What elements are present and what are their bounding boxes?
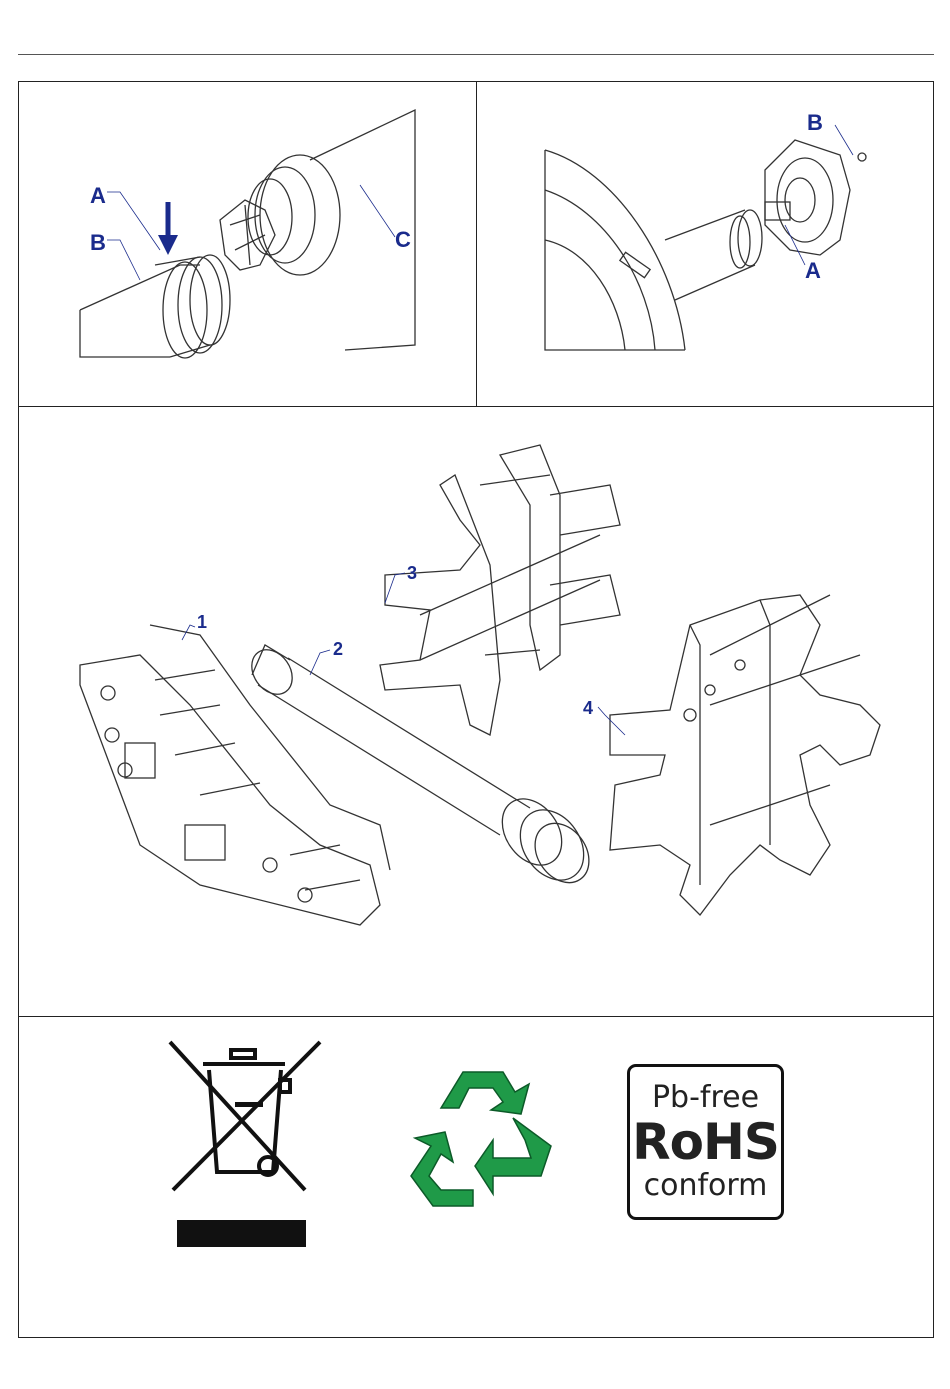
callout-a: A	[90, 183, 106, 208]
rohs-line-3: conform	[644, 1168, 768, 1204]
row-divider-2	[18, 1016, 934, 1017]
rohs-badge: Pb-free RoHS conform	[627, 1064, 784, 1220]
callout-b: B	[807, 110, 823, 135]
recycle-symbol	[393, 1066, 558, 1224]
figure-top-left: A B C	[60, 95, 460, 395]
weee-symbol	[165, 1040, 325, 1250]
figure-parts: 1 2 3 4	[40, 425, 920, 1000]
callout-a: A	[805, 258, 821, 283]
callout-c: C	[395, 227, 411, 252]
header-rule	[18, 54, 934, 55]
rohs-line-1: Pb-free	[652, 1080, 759, 1116]
rohs-line-2: RoHS	[632, 1116, 779, 1168]
callout-b: B	[90, 230, 106, 255]
part-2-label: 2	[333, 639, 343, 659]
figure-top-right: B A	[535, 100, 895, 360]
recycling-arrows-icon	[393, 1066, 558, 1224]
part-3-label: 3	[407, 563, 417, 583]
column-divider	[476, 81, 477, 407]
crossed-out-wheelie-bin-icon	[165, 1040, 325, 1250]
part-4-label: 4	[583, 698, 593, 718]
part-1-label: 1	[197, 612, 207, 632]
